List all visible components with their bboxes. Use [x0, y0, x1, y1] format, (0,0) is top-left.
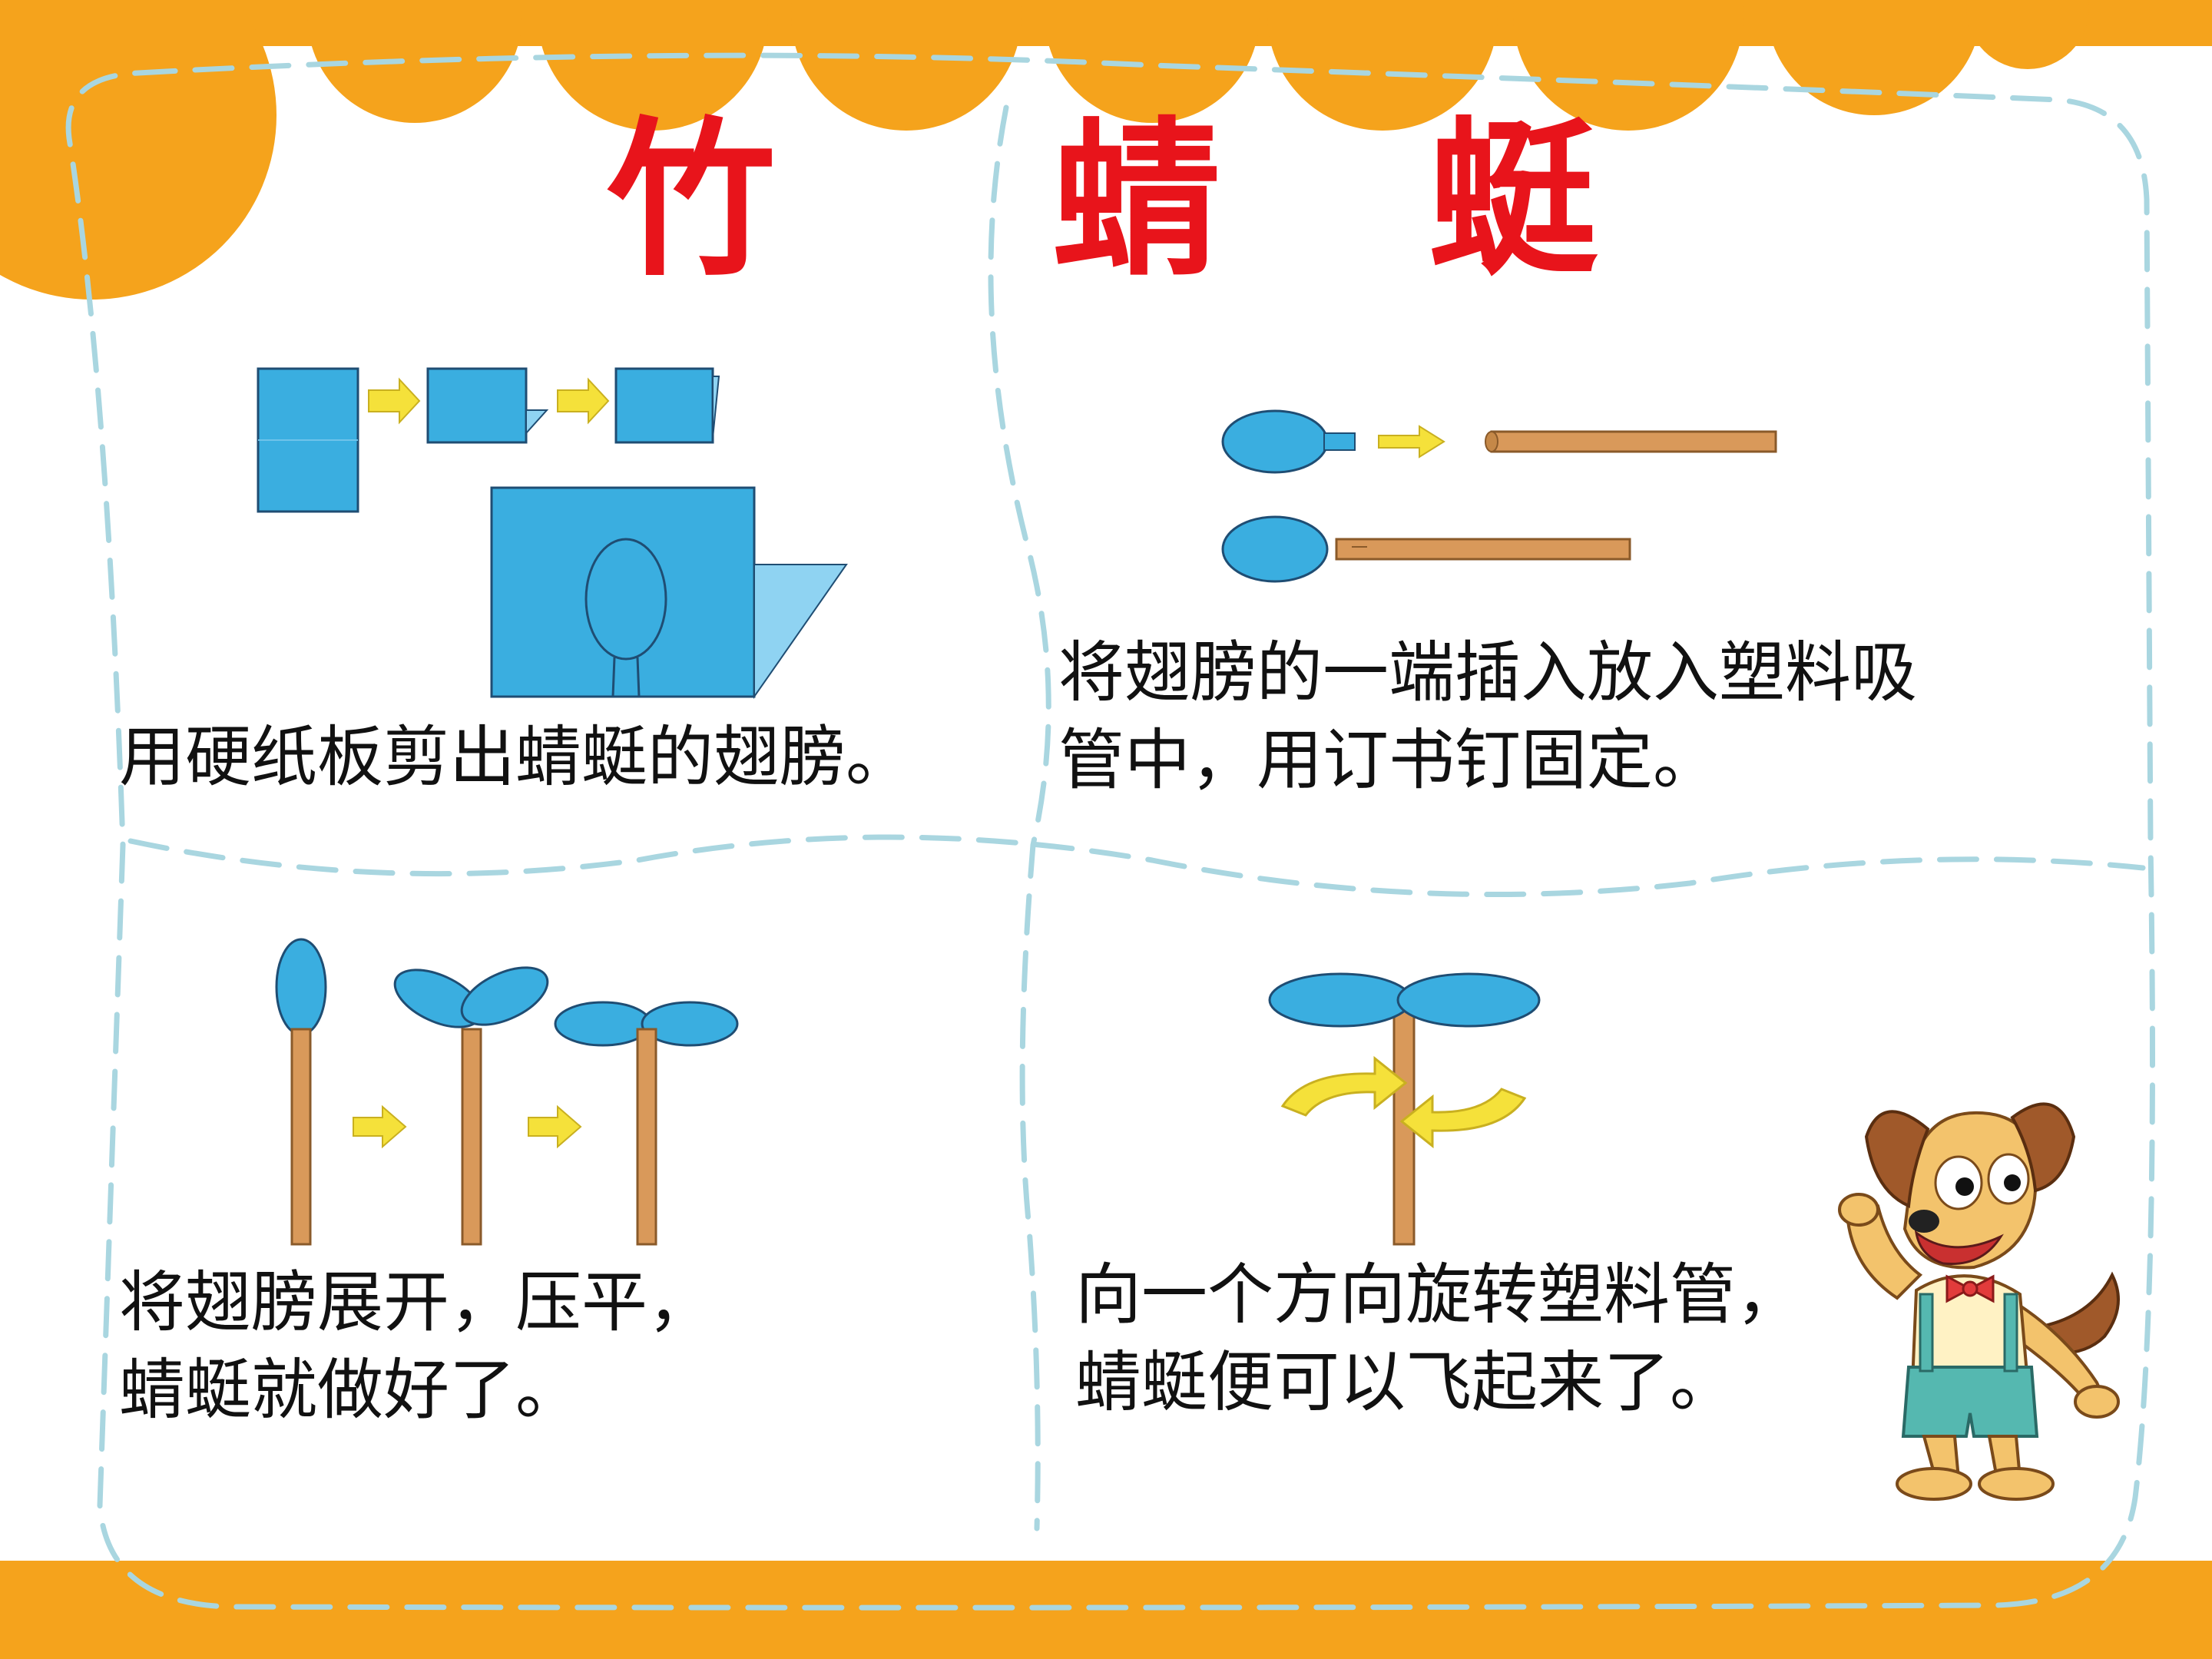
cartoon-dog-mascot-icon	[1838, 1102, 2120, 1501]
step-4-line-2: 蜻蜓便可以飞起来了。	[1075, 1343, 1736, 1421]
step-2-illustration	[1221, 409, 1777, 583]
title-char-ting: 蜓	[1429, 100, 1598, 299]
wing-flat-right	[641, 1001, 739, 1047]
step-4-line-1: 向一个方向旋转塑料管，	[1075, 1257, 1802, 1333]
wing-in-straw	[1221, 515, 1329, 583]
right-arrow-icon	[528, 1104, 582, 1149]
dashed-frame	[65, 52, 2155, 1611]
wing-left	[1268, 972, 1412, 1028]
wing-outline	[584, 538, 667, 661]
step-3-line-1: 将翅膀展开，压平，	[119, 1264, 714, 1341]
step-2-caption: 将翅膀的一端插入放入塑料吸 管中，用订书钉固定。	[1058, 630, 1917, 804]
plastic-straw	[1490, 430, 1777, 453]
wing-right	[1396, 972, 1541, 1028]
step-1-line-1: 用硬纸板剪出蜻蜓的翅膀。	[119, 719, 912, 796]
step-4-caption: 向一个方向旋转塑料管， 蜻蜓便可以飞起来了。	[1075, 1252, 1802, 1426]
right-arrow-icon	[557, 377, 610, 425]
wing-flat-left	[554, 1001, 652, 1047]
folded-paper-half	[426, 367, 528, 444]
step-3-caption: 将翅膀展开，压平， 蜻蜓就做好了。	[119, 1260, 714, 1434]
cardboard-sheet	[490, 486, 756, 698]
wing-half-open-right	[460, 966, 549, 1026]
step-1-illustration	[257, 367, 848, 700]
title-char-qing: 蜻	[1052, 100, 1222, 299]
wing-piece	[1221, 409, 1329, 474]
step-2-line-1: 将翅膀的一端插入放入塑料吸	[1058, 634, 1917, 711]
step-3-line-2: 蜻蜓就做好了。	[119, 1351, 581, 1429]
step-4-illustration	[1268, 972, 1541, 1246]
top-scallop-border	[0, 0, 2212, 300]
straw-with-wing	[1335, 538, 1631, 561]
folded-paper-quarter	[614, 367, 714, 444]
right-arrow-icon	[368, 377, 421, 425]
rotation-arrows-icon	[1280, 1055, 1527, 1149]
wing-closed	[275, 938, 327, 1036]
title-char-zhu: 竹	[607, 100, 777, 299]
step-3-illustration	[275, 938, 739, 1246]
right-arrow-icon	[1378, 425, 1445, 459]
step-1-caption: 用硬纸板剪出蜻蜓的翅膀。	[119, 714, 912, 802]
step-2-line-2: 管中，用订书钉固定。	[1058, 721, 1719, 799]
right-arrow-icon	[353, 1104, 407, 1149]
